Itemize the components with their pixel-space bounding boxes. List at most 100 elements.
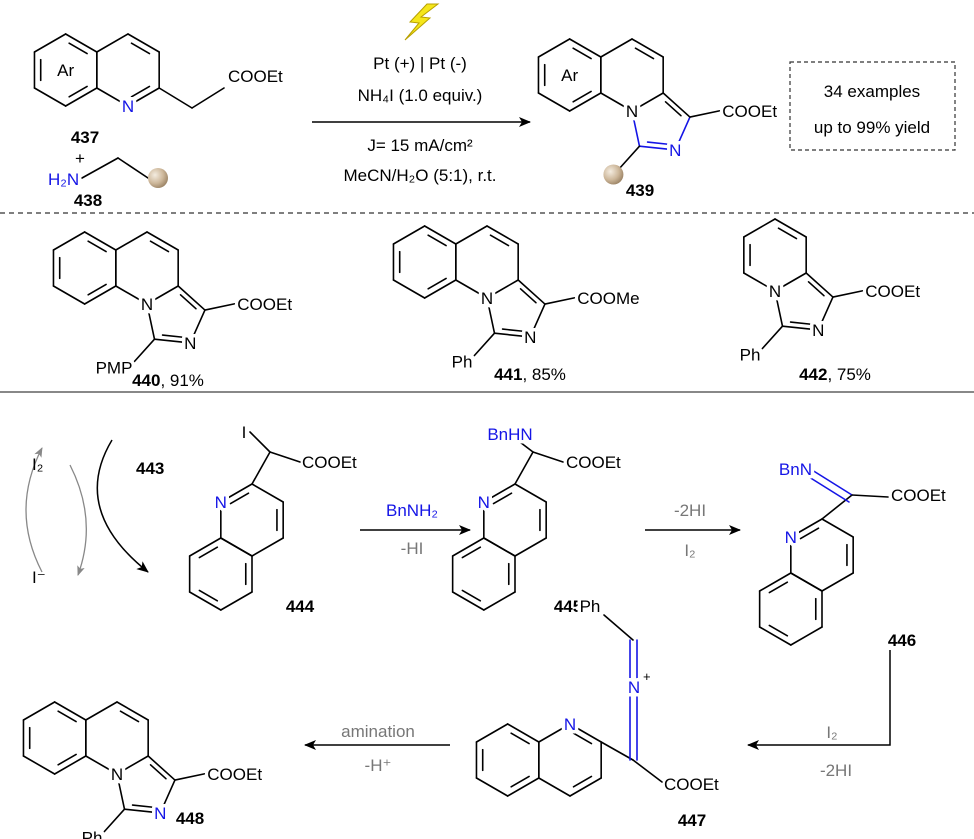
bond [569, 777, 602, 797]
bond [220, 591, 253, 611]
substituent-ball-icon [148, 168, 168, 188]
bond [506, 723, 540, 743]
bond [83, 285, 117, 305]
reagent-iodine: I₂ [684, 541, 695, 560]
bond [506, 777, 540, 797]
amination-label: amination [341, 722, 415, 741]
bond [64, 87, 98, 107]
bond [455, 225, 488, 245]
bond [631, 110, 641, 148]
bond [519, 287, 537, 304]
benzylamino-group: BnHN [487, 425, 532, 444]
bond [229, 492, 250, 505]
bond [475, 777, 509, 797]
bond [131, 804, 155, 809]
iodide-label: I⁻ [32, 568, 46, 587]
bond [600, 38, 633, 58]
yield: , 91% [160, 371, 203, 390]
bond [251, 537, 284, 557]
bond [119, 710, 140, 723]
compound-label-445: 445 [554, 597, 582, 616]
bond [789, 321, 813, 326]
nitrogen-atom: N [122, 97, 134, 116]
bond [774, 272, 807, 292]
bond [83, 231, 117, 251]
bond [761, 325, 784, 350]
nitrogen-atom: N [154, 804, 166, 823]
bond [103, 808, 126, 833]
bond [423, 279, 457, 299]
bond [57, 710, 77, 723]
bond [774, 218, 807, 238]
bond [220, 537, 253, 557]
bond [53, 755, 87, 775]
bond [758, 572, 792, 592]
nitrogen-atom: N [812, 321, 824, 340]
bond [52, 231, 86, 251]
ester-group: COOEt [237, 295, 292, 314]
bond [149, 763, 167, 780]
bond [249, 431, 271, 453]
ester-group: COOEt [228, 67, 283, 86]
bond [22, 701, 56, 721]
ester-group: COOEt [664, 775, 719, 794]
byproduct-proton: -H⁺ [365, 756, 392, 775]
nitrogen-atom: N [626, 102, 638, 121]
bond [68, 42, 88, 55]
bond [768, 581, 789, 594]
bond [483, 591, 516, 611]
compound-label-448: 448 [176, 809, 204, 828]
bond [392, 279, 426, 299]
bond [600, 741, 634, 761]
bond [486, 225, 519, 245]
ester-group: COOMe [577, 289, 639, 308]
bond [664, 100, 682, 117]
compound-label-439: 439 [626, 181, 654, 200]
bond [130, 42, 151, 55]
bond [123, 808, 162, 814]
aryl-ring-label: Ar [561, 66, 578, 85]
bond [473, 332, 496, 357]
nitrogen-atom: N [141, 295, 153, 314]
bond [146, 231, 179, 251]
bond [188, 537, 222, 557]
bond [87, 240, 107, 253]
summary-box [789, 61, 956, 151]
compound-label-444: 444 [286, 597, 315, 616]
substituent-label: Ph [452, 353, 473, 372]
bond [817, 296, 834, 331]
compound-label: 440 [132, 371, 160, 390]
bond [851, 494, 889, 498]
substituent-label: PMP [96, 359, 133, 378]
bond [537, 92, 571, 112]
bond [161, 334, 185, 339]
cycle-arrow-reoxidation [25, 447, 43, 573]
bond [179, 293, 197, 310]
bond [646, 141, 670, 146]
bond [743, 272, 776, 292]
bond [130, 85, 151, 98]
bond [774, 290, 784, 328]
bond [461, 546, 482, 559]
bond [427, 277, 447, 290]
condition-electrodes: Pt (+) | Pt (-) [373, 54, 467, 73]
bond [189, 309, 206, 344]
bond [117, 157, 149, 179]
nitrogen-atom: N [478, 493, 490, 512]
bond [572, 775, 593, 788]
bond [514, 483, 547, 503]
bond [638, 145, 677, 151]
bond [689, 110, 721, 118]
nitrogen-atom: N [669, 141, 681, 160]
nitrogen-atom: N [481, 289, 493, 308]
bond [805, 272, 834, 298]
bond [159, 779, 176, 814]
bond [116, 773, 126, 811]
yield: , 85% [522, 365, 565, 384]
bond [204, 303, 236, 311]
bond [116, 755, 149, 775]
plus-sign: + [75, 149, 85, 168]
bond [87, 283, 107, 296]
bond [510, 732, 530, 745]
